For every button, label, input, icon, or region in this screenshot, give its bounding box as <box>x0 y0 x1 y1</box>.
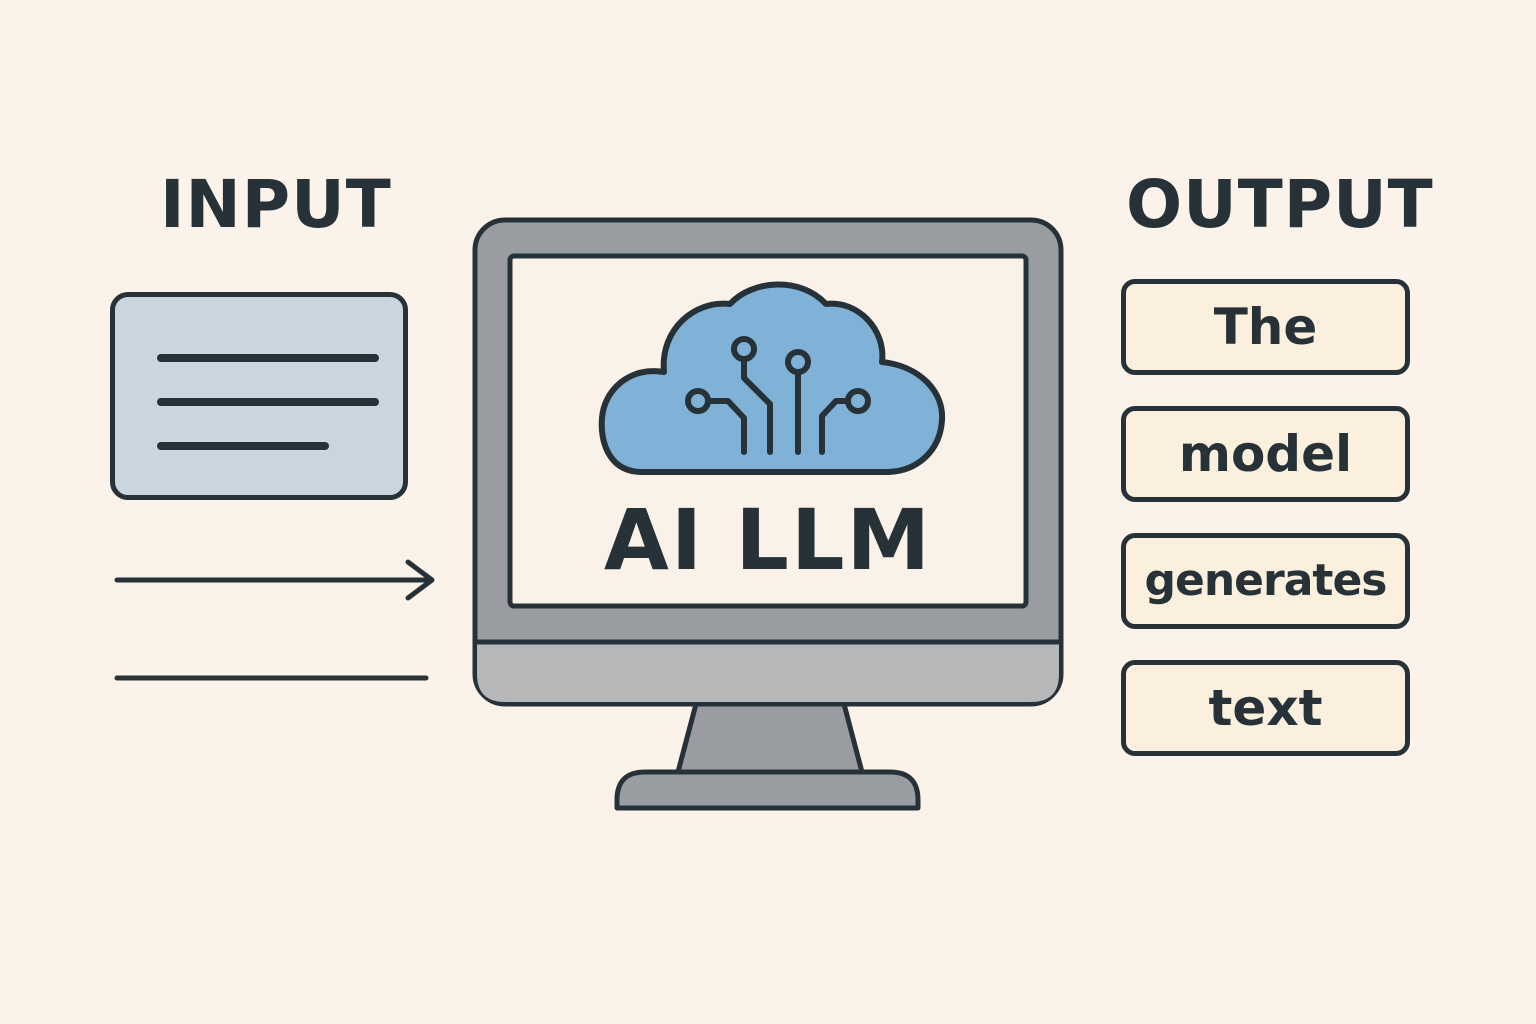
output-token-list: The model generates text <box>1121 279 1410 787</box>
output-token-box: text <box>1121 660 1410 756</box>
monitor-stand-base <box>614 769 921 811</box>
monitor-stand-neck <box>675 701 865 775</box>
input-text-line <box>157 354 379 362</box>
input-text-line <box>157 442 329 450</box>
input-document-icon <box>110 292 408 500</box>
input-text-line <box>157 398 379 406</box>
monitor-chin <box>477 642 1059 702</box>
input-heading: INPUT <box>160 166 392 243</box>
output-token-box: The <box>1121 279 1410 375</box>
output-heading: OUTPUT <box>1126 166 1434 243</box>
output-token-box: generates <box>1121 533 1410 629</box>
model-label: AI LLM <box>603 491 933 589</box>
cloud-circuit-icon <box>598 281 946 475</box>
arrow-right-icon <box>114 559 435 601</box>
output-token-box: model <box>1121 406 1410 502</box>
